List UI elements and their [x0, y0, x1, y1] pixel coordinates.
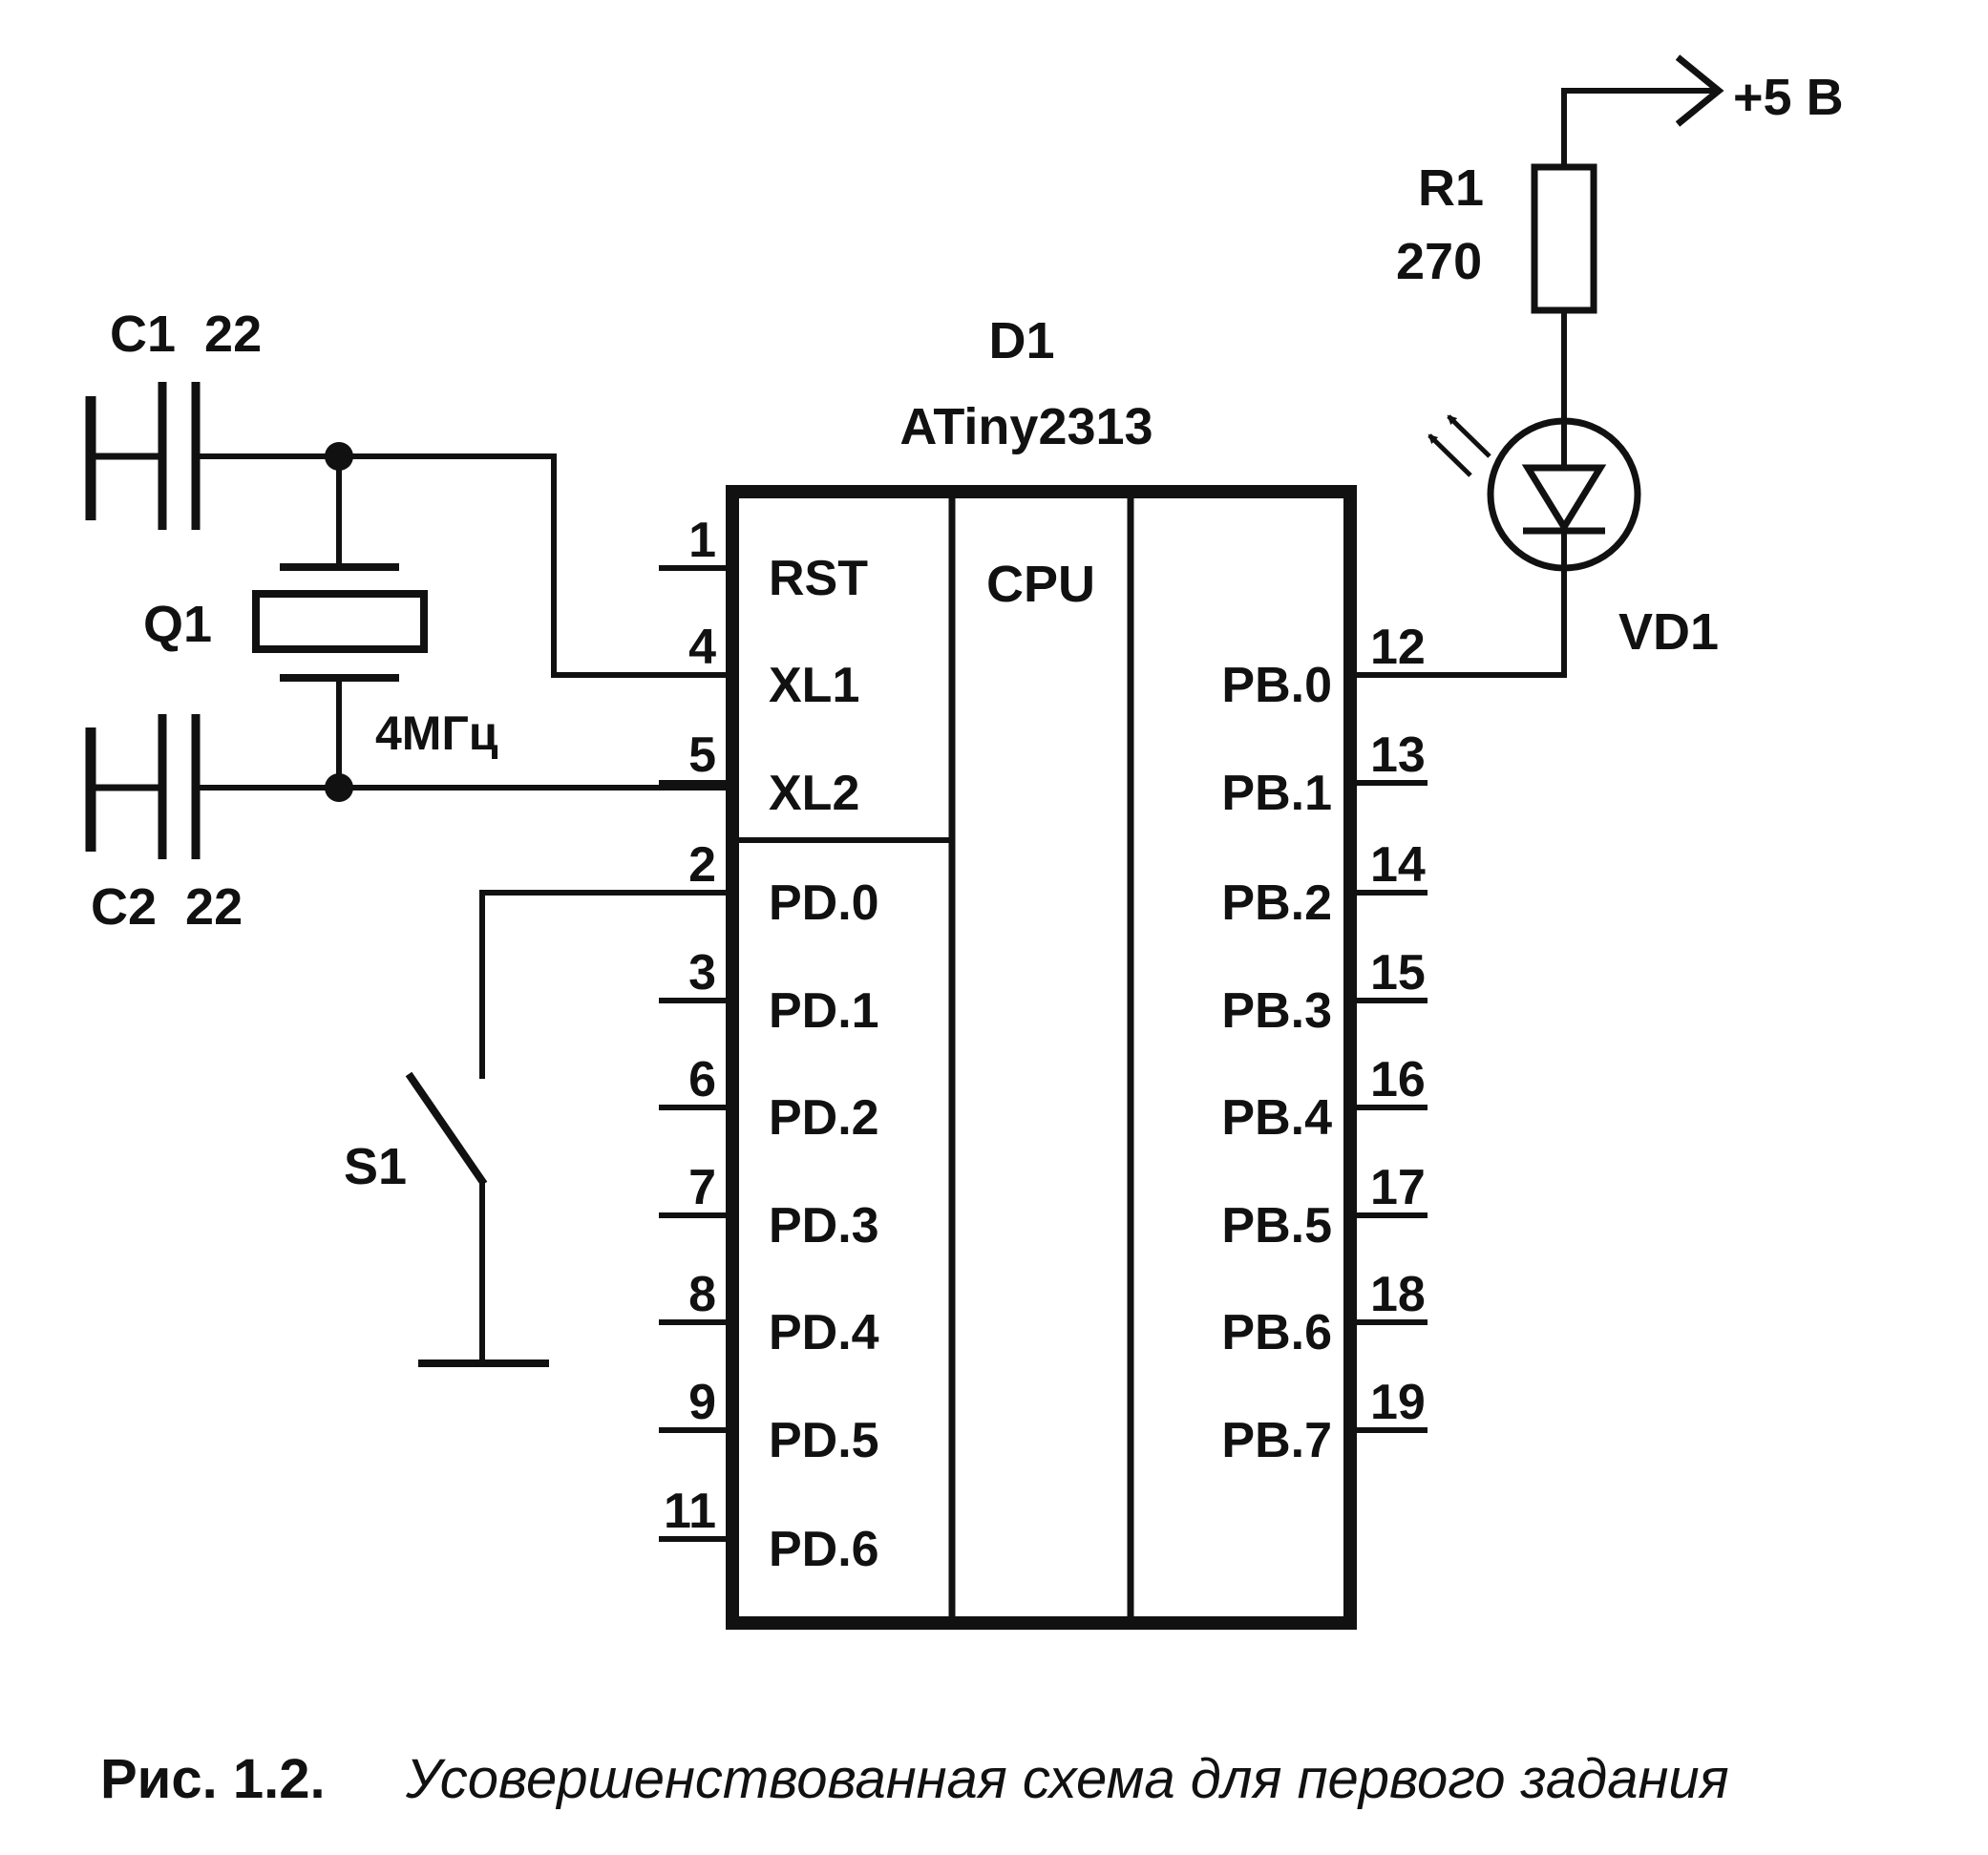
pin-number: 19 [1370, 1375, 1426, 1430]
capacitor-c1 [85, 382, 201, 530]
pin-number: 11 [664, 1484, 716, 1539]
crystal-q1-label: Q1 [143, 596, 212, 653]
resistor-r1-value-label: 270 [1396, 233, 1482, 290]
pin-number: 9 [688, 1375, 716, 1430]
pin-number: 12 [1370, 620, 1426, 675]
resistor-r1 [1531, 163, 1597, 314]
power-arrow-icon [1675, 54, 1724, 127]
pin-number: 3 [688, 945, 716, 1001]
pin-number: 15 [1370, 945, 1426, 1001]
junction-dot-bottom [325, 773, 353, 802]
pin-number: 18 [1370, 1267, 1426, 1322]
pin-number: 5 [688, 727, 716, 783]
chip-pin-left-pd5: 9PD.5 [659, 1375, 879, 1468]
switch-lever [405, 1071, 488, 1187]
wire-pd0-to-switch [479, 890, 732, 1079]
chip-ref-label: D1 [988, 312, 1054, 369]
led-vd1 [1428, 414, 1641, 572]
switch-s1 [405, 890, 732, 1367]
pin-name: PB.4 [1221, 1090, 1332, 1146]
pin-name: XL2 [769, 766, 859, 821]
led-vd1-label: VD1 [1618, 603, 1719, 661]
pin-name: PD.5 [769, 1413, 879, 1468]
wire-led-to-pb0 [1350, 568, 1567, 678]
pin-number: 4 [688, 620, 716, 675]
chip-pin-left-pd2: 6PD.2 [659, 1052, 879, 1146]
chip-part-label: ATiny2313 [899, 398, 1153, 455]
caption-text: Усовершенствованная схема для первого за… [405, 1748, 1729, 1810]
crystal-frequency-label: 4МГц [375, 706, 498, 760]
resistor-r1-ref-label: R1 [1418, 159, 1484, 217]
pin-name: PD.6 [769, 1522, 879, 1577]
chip-cpu-label: CPU [986, 556, 1095, 613]
figure-caption: Рис. 1.2. Усовершенствованная схема для … [100, 1748, 1729, 1810]
pin-name: PD.4 [769, 1305, 879, 1360]
led-ray-1 [1447, 414, 1491, 458]
chip-body [726, 485, 1357, 1630]
pin-name: PD.0 [769, 875, 879, 931]
pin-number: 14 [1370, 837, 1426, 893]
chip-pin-left-pd1: 3PD.1 [659, 945, 879, 1039]
pin-name: PB.1 [1221, 766, 1332, 821]
pin-name: XL1 [769, 658, 859, 713]
junction-dot-top [325, 442, 353, 471]
pin-number: 7 [688, 1160, 716, 1215]
chip-pin-left-pd3: 7PD.3 [659, 1160, 879, 1254]
chip-pin-left-pd4: 8PD.4 [659, 1267, 879, 1360]
pin-number: 6 [688, 1052, 716, 1107]
capacitor-c2-label: C2 22 [91, 878, 243, 936]
chip-pin-left-pd0: 2PD.0 [659, 837, 879, 931]
pin-number: 17 [1370, 1160, 1426, 1215]
chip-left-pins: 1RST4XL15XL22PD.03PD.16PD.27PD.38PD.49PD… [659, 513, 879, 1577]
chip-right-pins: 12PB.013PB.114PB.215PB.316PB.417PB.518PB… [1221, 620, 1428, 1468]
pin-name: PB.3 [1221, 983, 1332, 1039]
power-label: +5 В [1733, 69, 1844, 126]
crystal-circuit: C1 22 C2 22 Q1 4МГц [85, 306, 732, 936]
pin-name: PB.5 [1221, 1198, 1332, 1254]
pin-number: 13 [1370, 727, 1426, 783]
pin-name: PD.2 [769, 1090, 879, 1146]
capacitor-c2 [85, 714, 201, 859]
switch-s1-label: S1 [344, 1138, 407, 1195]
pin-name: PB.6 [1221, 1305, 1332, 1360]
pin-number: 8 [688, 1267, 716, 1322]
led-circuit: +5 В R1 270 VD1 [1350, 54, 1844, 678]
pin-number: 16 [1370, 1052, 1426, 1107]
pin-number: 2 [688, 837, 716, 893]
pin-name: RST [769, 551, 868, 606]
pin-number: 1 [688, 513, 716, 568]
pin-name: PB.0 [1221, 658, 1332, 713]
pin-name: PB.7 [1221, 1413, 1332, 1468]
pin-name: PD.1 [769, 983, 879, 1039]
pin-name: PB.2 [1221, 875, 1332, 931]
crystal-q1 [252, 563, 428, 682]
wire-c1-to-xl1 [196, 453, 732, 678]
pin-name: PD.3 [769, 1198, 879, 1254]
wire-power-top [1561, 88, 1719, 167]
capacitor-c1-label: C1 22 [110, 306, 262, 363]
caption-prefix: Рис. 1.2. [100, 1748, 326, 1810]
led-ray-2 [1428, 433, 1472, 477]
